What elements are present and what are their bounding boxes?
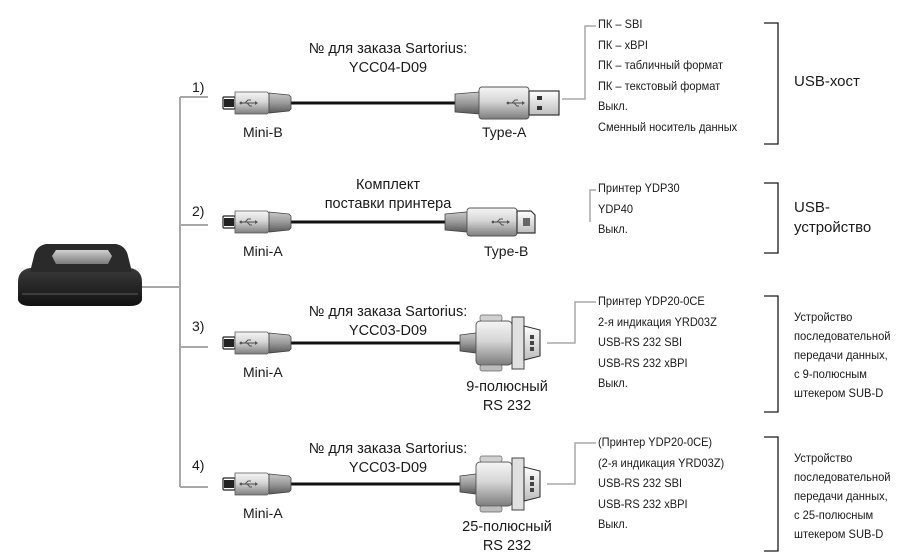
right-connector-label-3: 9-полюсный RS 232 bbox=[452, 378, 562, 416]
order-code: YCC04-D09 bbox=[348, 60, 428, 76]
group-label-line: USB-хост bbox=[794, 73, 860, 90]
order-line: поставки принтера bbox=[324, 196, 452, 212]
option-item: Выкл. bbox=[598, 517, 628, 531]
options-list-1: ПК – SBI ПК – xBPI ПК – табличный формат… bbox=[598, 14, 737, 137]
group-label-line: штекером SUB-D bbox=[794, 527, 884, 541]
order-text-3: № для заказа Sartorius: YCC03-D09 bbox=[288, 303, 488, 341]
group-label-line: USB- bbox=[794, 199, 830, 216]
group-label-line: последовательной bbox=[794, 470, 891, 484]
order-line: № для заказа Sartorius: bbox=[308, 41, 468, 57]
pin-count: 9-полюсный bbox=[466, 379, 548, 395]
option-item: ПК – текстовый формат bbox=[598, 78, 721, 93]
option-item: Принтер YDP30 bbox=[598, 181, 680, 195]
option-item: 2-я индикация YRD03Z bbox=[598, 314, 717, 329]
interface-name: RS 232 bbox=[482, 538, 532, 554]
branch-number-2: 2) bbox=[192, 203, 205, 219]
group-label-line: Устройство bbox=[794, 451, 853, 465]
option-item: Выкл. bbox=[598, 376, 628, 390]
option-item: Сменный носитель данных bbox=[598, 119, 738, 134]
option-item: USB-RS 232 xBPI bbox=[598, 496, 688, 511]
group-label-line: передачи данных, bbox=[794, 348, 888, 362]
connection-tree bbox=[142, 96, 208, 488]
group-label-line: устройство bbox=[794, 219, 872, 236]
left-connector-label-1: Mini-B bbox=[243, 124, 283, 140]
option-item: Принтер YDP20-0CE bbox=[598, 294, 705, 308]
order-text-1: № для заказа Sartorius: YCC04-D09 bbox=[288, 40, 488, 78]
group-label-4: Устройство последовательной передачи дан… bbox=[794, 449, 891, 544]
group-label-line: Устройство bbox=[794, 310, 853, 324]
option-item: Выкл. bbox=[598, 99, 628, 113]
interface-name: RS 232 bbox=[482, 398, 532, 414]
option-item: (2-я индикация YRD03Z) bbox=[598, 455, 725, 470]
group-label-line: передачи данных, bbox=[794, 489, 888, 503]
branch-number-4: 4) bbox=[192, 457, 205, 473]
cable-1 bbox=[222, 86, 560, 120]
option-item: USB-RS 232 SBI bbox=[598, 335, 683, 349]
branch-number-3: 3) bbox=[192, 318, 205, 334]
order-line: № для заказа Sartorius: bbox=[308, 441, 468, 457]
option-leaders bbox=[547, 25, 596, 485]
right-connector-label-4: 25-полюсный RS 232 bbox=[452, 518, 562, 556]
option-item: ПК – xBPI bbox=[598, 37, 648, 52]
order-code: YCC03-D09 bbox=[348, 323, 428, 339]
group-label-line: с 9-полюсным bbox=[794, 367, 867, 381]
order-text-2: Комплект поставки принтера bbox=[288, 176, 488, 214]
right-connector-label-2: Type-B bbox=[484, 243, 529, 259]
option-item: USB-RS 232 SBI bbox=[598, 476, 683, 490]
right-connector-label-1: Type-A bbox=[482, 124, 527, 140]
left-connector-label-3: Mini-A bbox=[243, 364, 283, 380]
option-item: YDP40 bbox=[598, 201, 633, 216]
left-connector-label-4: Mini-A bbox=[243, 505, 283, 521]
options-list-3: Принтер YDP20-0CE 2-я индикация YRD03Z U… bbox=[598, 291, 717, 394]
option-item: Выкл. bbox=[598, 222, 628, 236]
group-label-1: USB-хост bbox=[794, 72, 860, 92]
options-list-2: Принтер YDP30 YDP40 Выкл. bbox=[598, 178, 680, 240]
order-text-4: № для заказа Sartorius: YCC03-D09 bbox=[288, 440, 488, 478]
order-line: № для заказа Sartorius: bbox=[308, 304, 468, 320]
order-line: Комплект bbox=[355, 177, 420, 193]
left-connector-label-2: Mini-A bbox=[243, 243, 283, 259]
balance-scale-icon bbox=[18, 244, 142, 306]
group-brackets bbox=[764, 22, 779, 552]
option-item: (Принтер YDP20-0CE) bbox=[598, 435, 713, 449]
group-label-line: с 25-полюсным bbox=[794, 508, 874, 522]
branch-number-1: 1) bbox=[192, 79, 205, 95]
pin-count: 25-полюсный bbox=[462, 519, 552, 535]
options-list-4: (Принтер YDP20-0CE) (2-я индикация YRD03… bbox=[598, 432, 724, 535]
option-item: ПК – SBI bbox=[598, 17, 643, 31]
group-label-line: штекером SUB-D bbox=[794, 386, 884, 400]
cable-3 bbox=[222, 314, 541, 372]
group-label-2: USB- устройство bbox=[794, 198, 871, 238]
order-code: YCC03-D09 bbox=[348, 460, 428, 476]
cable-2 bbox=[222, 207, 536, 237]
option-item: ПК – табличный формат bbox=[598, 58, 724, 72]
group-label-3: Устройство последовательной передачи дан… bbox=[794, 308, 891, 403]
group-label-line: последовательной bbox=[794, 329, 891, 343]
cable-4 bbox=[222, 455, 541, 513]
option-item: USB-RS 232 xBPI bbox=[598, 355, 688, 370]
